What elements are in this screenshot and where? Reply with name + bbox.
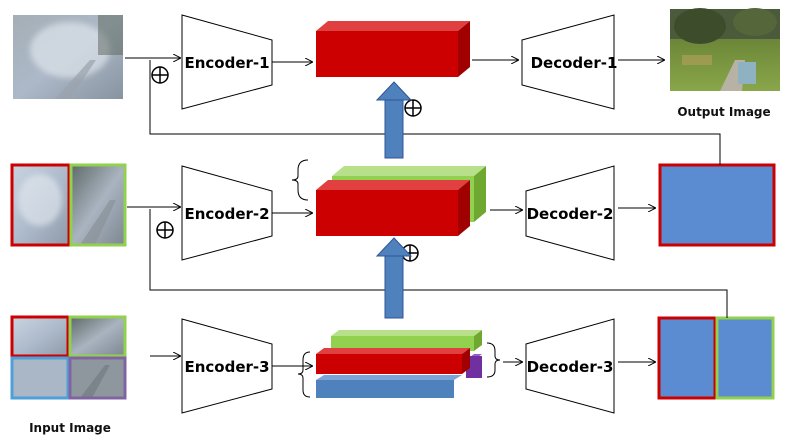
encoder-1-label: Encoder-1 <box>184 54 269 72</box>
brace-row-2 <box>291 159 309 201</box>
sum-icon-block-1 <box>404 99 422 117</box>
encoder-3-label: Encoder-3 <box>184 358 269 376</box>
sum-icon-encoder-1 <box>151 66 169 84</box>
decoder-2-output <box>658 163 776 247</box>
decoder-2-label: Decoder-2 <box>527 205 614 223</box>
encoder-2-label: Encoder-2 <box>184 205 269 223</box>
decoder-1-label: Decoder-1 <box>531 54 618 72</box>
hazy-input-image-1 <box>13 15 123 99</box>
encoder-1-block <box>181 14 273 110</box>
brace-row-3-left <box>297 351 311 398</box>
blue-up-arrow-2 <box>375 237 413 319</box>
output-image-label: Output Image <box>677 105 770 119</box>
input-image-label: Input Image <box>29 421 111 435</box>
decoder-1-block <box>521 14 615 110</box>
decoder-3-label: Decoder-3 <box>527 358 614 376</box>
feature-block-3-red <box>316 348 470 374</box>
input-patches-row-3 <box>10 315 127 400</box>
output-image <box>670 8 780 91</box>
brace-row-3-right <box>486 342 501 378</box>
encoder-2-block <box>181 165 273 261</box>
skip-connection-3-to-2 <box>149 209 728 318</box>
blue-up-arrow-1 <box>375 81 413 159</box>
feature-block-3-green <box>331 330 482 351</box>
decoder-3-output <box>657 316 775 400</box>
feature-block-3-blue <box>316 375 462 398</box>
feature-block-1 <box>316 21 470 77</box>
skip-connection-2-to-1 <box>149 60 721 165</box>
encoder-3-block <box>181 318 273 414</box>
sum-icon-encoder-2 <box>156 221 174 239</box>
decoder-3-block <box>525 318 615 414</box>
feature-block-2-red <box>316 180 470 236</box>
input-patches-row-2 <box>10 163 127 247</box>
decoder-2-block <box>525 165 615 261</box>
